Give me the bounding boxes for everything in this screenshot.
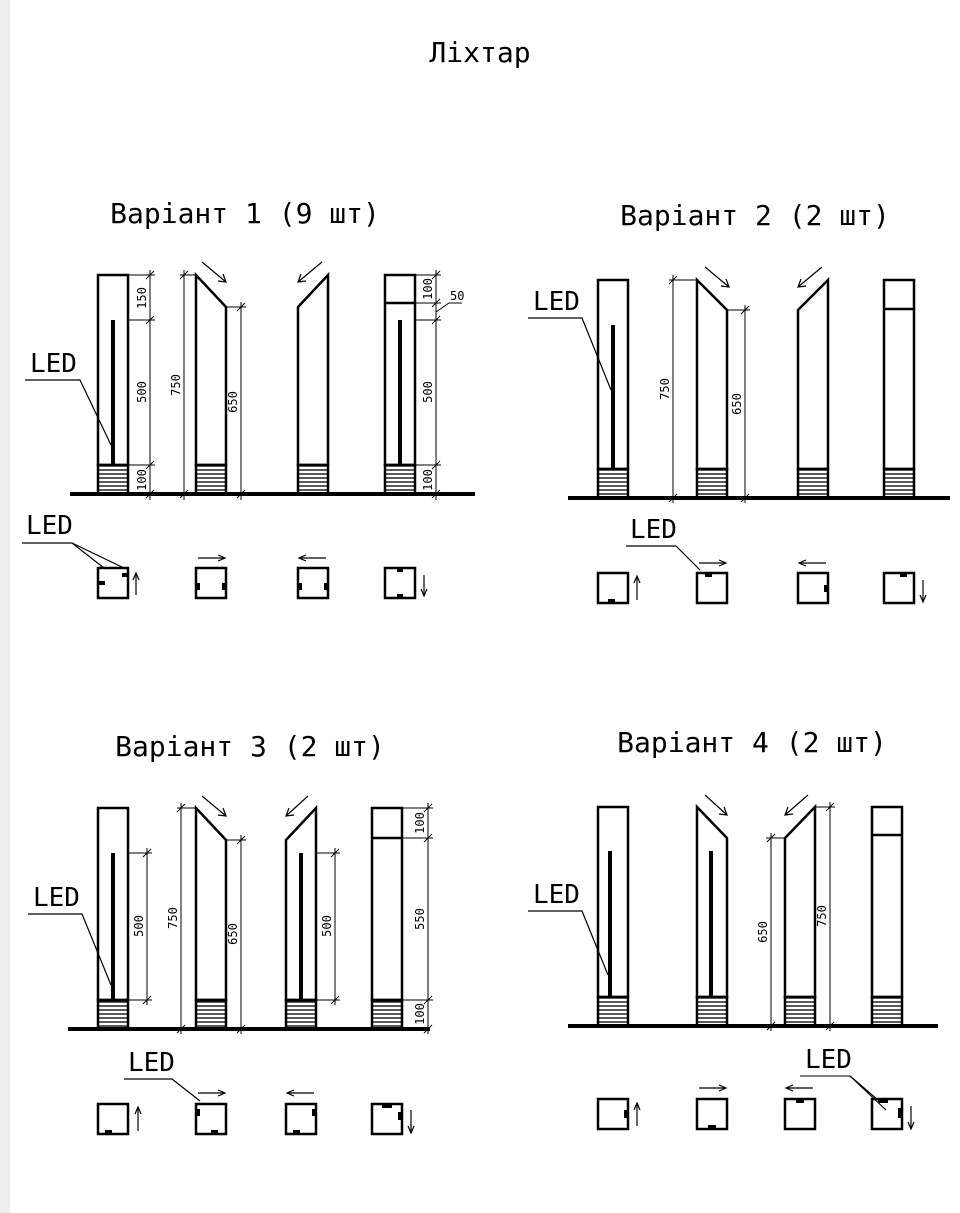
post-b [695,266,730,500]
dim-650: 650 [730,393,744,415]
post-d [383,273,417,496]
dim-500: 500 [135,381,149,403]
post-base [194,463,228,496]
led-leader [528,317,612,391]
led-leader [528,910,609,976]
dim-750: 750 [815,905,829,927]
left-margin-strip [0,0,10,1213]
dim-50: 50 [450,289,464,303]
plan-views: LED [96,1048,415,1136]
slope-arrow [297,261,323,283]
post-base [370,998,404,1031]
slope-arrow [201,261,227,283]
dim-650: 650 [226,923,240,945]
led-label: LED [30,349,77,379]
dim-100: 100 [421,469,435,491]
slope-arrow [285,795,309,817]
dimensions [128,803,433,1034]
dim-150: 150 [135,287,149,309]
variant-3-title: Варіант 3 (2 шт) [115,730,385,763]
post-base [882,467,916,500]
plan-views: LED [596,515,927,605]
dim-100: 100 [421,278,435,300]
post-base [695,467,729,500]
post-base [783,995,817,1028]
post-d [370,806,404,1031]
dim-750: 750 [658,378,672,400]
dim-100: 100 [135,469,149,491]
variant-4-title: Варіант 4 (2 шт) [617,726,887,759]
led-leader [25,379,112,446]
led-label: LED [805,1045,852,1075]
slope-arrow [784,794,809,816]
led-label: LED [630,515,677,545]
post-a [596,805,630,1028]
variant-3: Варіант 3 (2 шт) [28,730,433,1136]
dim-100: 100 [413,1003,427,1025]
dim-500: 500 [421,381,435,403]
post-a [96,273,130,496]
variant-1-title: Варіант 1 (9 шт) [110,197,380,230]
post-base [96,998,130,1031]
post-c [296,261,330,496]
post-d [882,278,916,500]
dim-750: 750 [166,907,180,929]
led-label: LED [533,287,580,317]
post-base [596,467,630,500]
post-b [695,794,729,1028]
post-base [596,995,630,1028]
post-b [194,261,228,496]
post-base [796,467,830,500]
slope-arrow [704,794,728,816]
variant-1: Варіант 1 (9 шт) [22,197,475,600]
post-a [596,278,630,500]
post-a [96,806,130,1031]
dim-550: 550 [413,908,427,930]
plan-views: LED [22,511,428,600]
slope-arrow [797,266,823,288]
post-base [96,463,130,496]
post-d [870,805,904,1028]
page-title: Ліхтар [429,36,530,69]
dim-650: 650 [756,921,770,943]
led-label: LED [33,883,80,913]
post-c [783,794,817,1028]
variant-4: Варіант 4 (2 шт) [528,726,938,1131]
post-base [870,995,904,1028]
variant-2: Варіант 2 (2 шт) [528,199,950,605]
dim-750: 750 [169,374,183,396]
post-base [194,998,228,1031]
variant-2-title: Варіант 2 (2 шт) [620,199,890,232]
dimensions [766,802,835,1031]
slope-arrow [201,795,227,817]
post-base [296,463,330,496]
led-label: LED [26,511,73,541]
plan-views: LED [596,1045,915,1131]
dim-100: 100 [413,812,427,834]
dim-650: 650 [226,391,240,413]
post-c [284,795,318,1031]
post-base [284,998,318,1031]
slope-arrow [704,266,730,288]
dim-500: 500 [132,915,146,937]
led-leader [28,913,112,986]
post-c [796,266,830,500]
dimensions [128,270,462,500]
post-base [383,463,417,496]
led-label: LED [533,880,580,910]
post-b [194,795,228,1031]
dimensions [668,275,750,503]
led-label: LED [128,1048,175,1078]
post-base [695,995,729,1028]
dim-500: 500 [320,915,334,937]
